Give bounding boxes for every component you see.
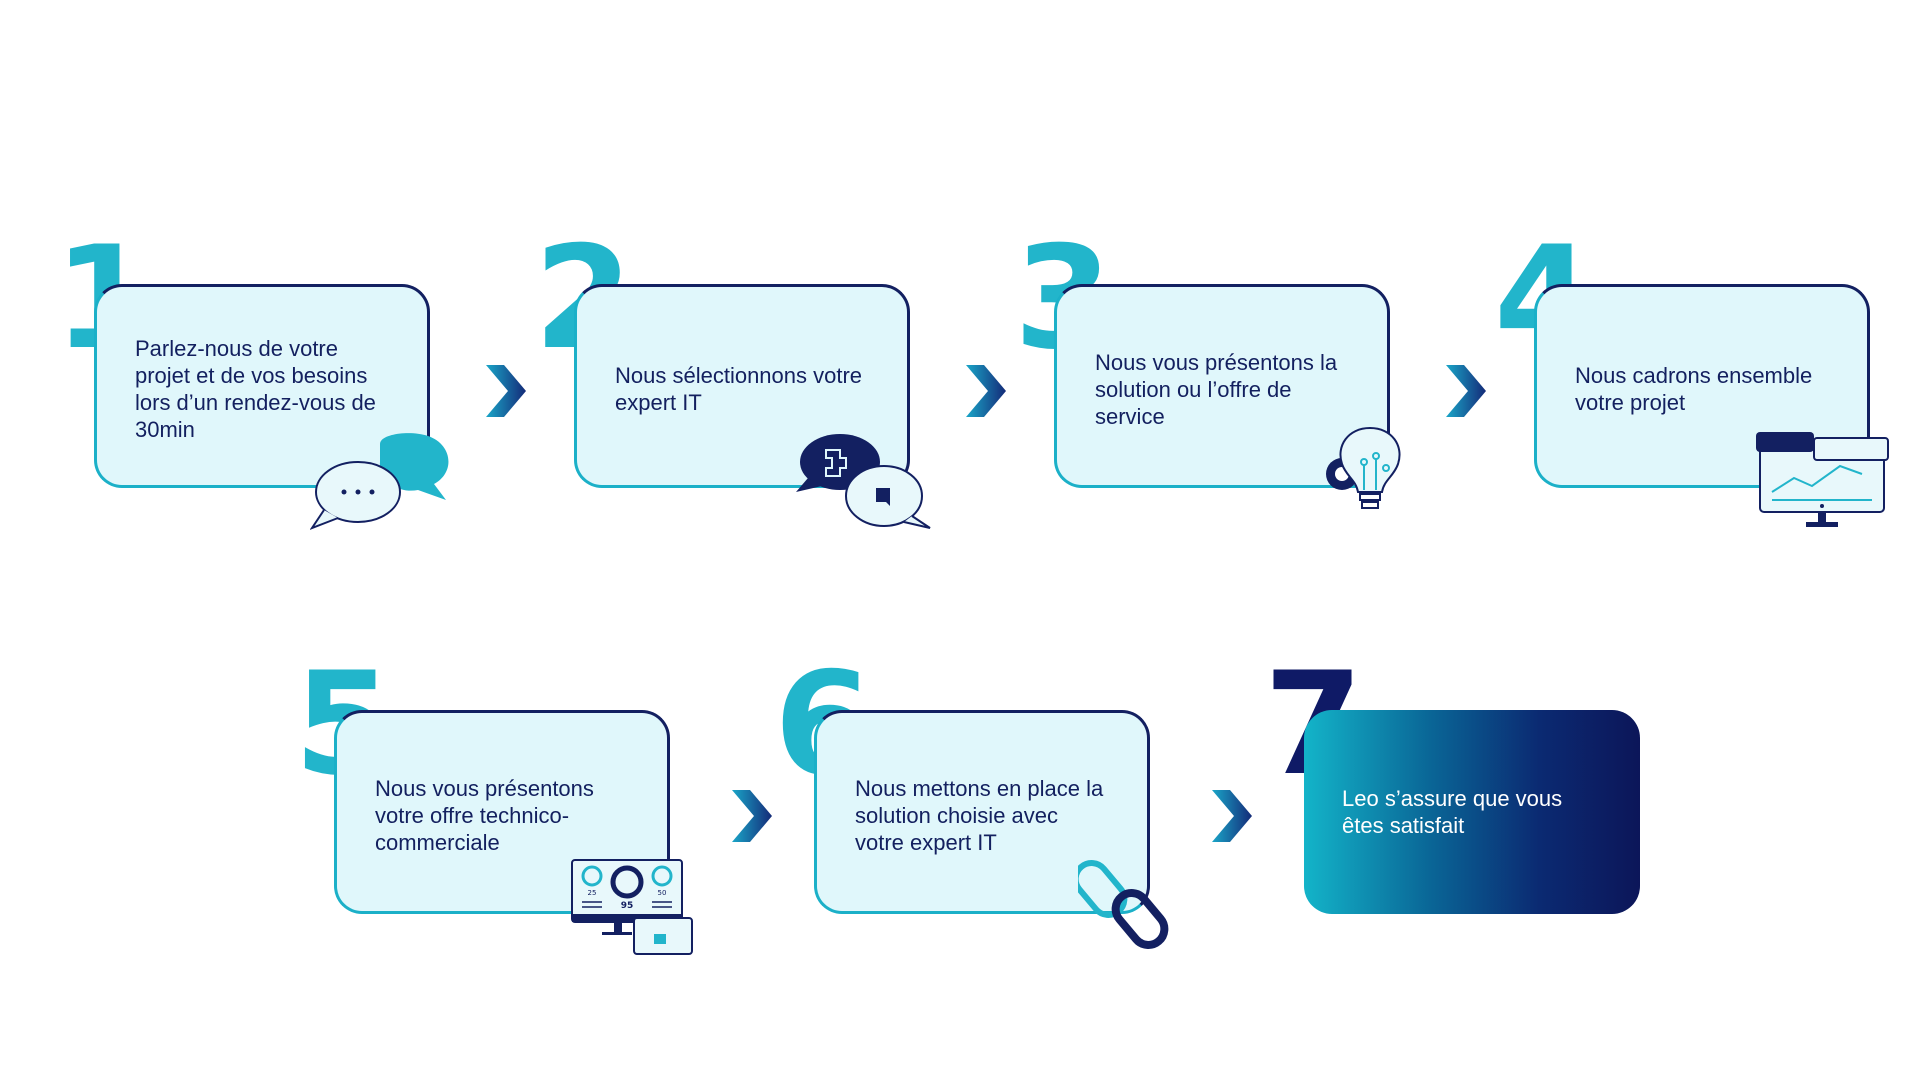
step-3-card: Nous vous présentons la solution ou l’of… (1054, 284, 1390, 488)
puzzle-chat-icon (796, 434, 931, 529)
step-1-text: Parlez-nous de votre projet et de vos be… (135, 336, 376, 442)
chain-link-icon (1078, 860, 1169, 949)
step-1-card: Parlez-nous de votre projet et de vos be… (94, 284, 430, 488)
lightbulb-gear-icon (1326, 426, 1401, 509)
monitor-chart-icon (1756, 432, 1889, 527)
dashboard-monitor-icon: 25 95 50 (571, 859, 693, 955)
flow-arrow-5 (732, 790, 772, 842)
step-2: 2 Nous sélectionnons votre expert IT (534, 228, 934, 488)
step-3-text: Nous vous présentons la solution ou l’of… (1095, 349, 1338, 429)
flow-arrow-2 (966, 365, 1006, 417)
flow-arrow-1 (486, 365, 526, 417)
step-7: 7 Leo s’assure que vous êtes satisfait (1264, 654, 1664, 914)
step-6-text: Nous mettons en place la solution choisi… (855, 775, 1104, 855)
step-1: 1 Parlez-nous de votre projet et de vos … (54, 228, 454, 488)
flow-arrow-3 (1446, 365, 1486, 417)
step-3: 3 Nous vous présentons la solution ou l’… (1014, 228, 1414, 488)
step-7-card: Leo s’assure que vous êtes satisfait (1304, 710, 1640, 914)
chat-bubbles-icon (310, 433, 449, 530)
dashboard-left-value: 25 (588, 889, 597, 897)
dashboard-center-value: 95 (621, 901, 634, 911)
dashboard-right-value: 50 (658, 889, 667, 897)
step-2-text: Nous sélectionnons votre expert IT (615, 363, 863, 415)
step-7-text: Leo s’assure que vous êtes satisfait (1342, 786, 1563, 838)
step-4-text: Nous cadrons ensemble votre projet (1575, 363, 1813, 415)
step-6-card: Nous mettons en place la solution choisi… (814, 710, 1150, 914)
step-5-text: Nous vous présentons votre offre technic… (375, 775, 594, 855)
step-6: 6 Nous mettons en place la solution choi… (774, 654, 1174, 914)
flow-arrow-6 (1212, 790, 1252, 842)
